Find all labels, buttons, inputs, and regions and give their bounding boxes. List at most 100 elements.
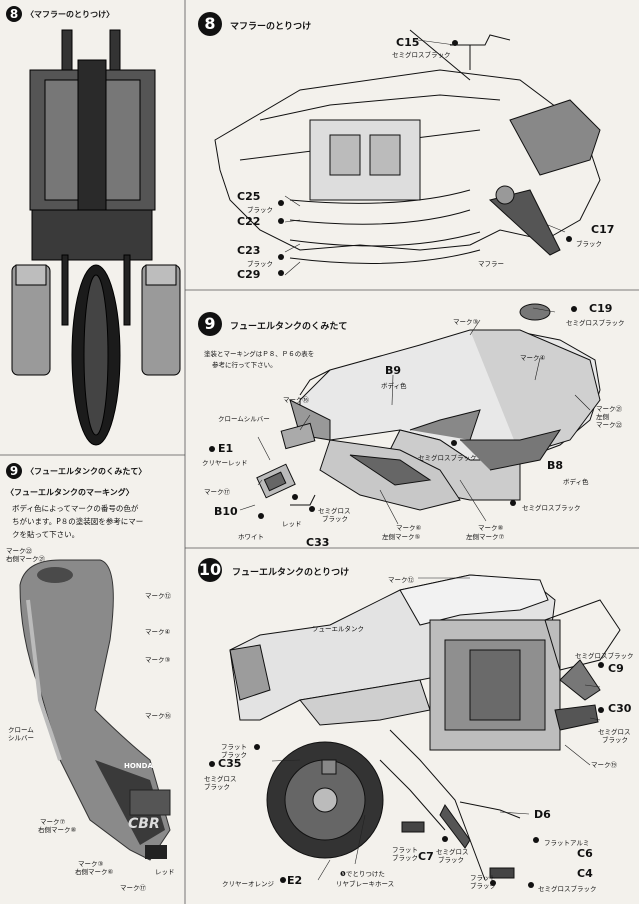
s10-flat-alumi: フラットアルミ [544, 839, 590, 847]
left-step9-note: ボディ色によってマークの番号の色が ちがいます。P８の塗装図を参考にマー クを貼… [12, 502, 143, 541]
s9-body-color: ボディ色 [381, 382, 407, 390]
left-step9-title: 〈フューエルタンクのくみたて〉 [26, 467, 147, 476]
s9-m21: マーク㉑ [596, 405, 622, 413]
part-e2: E2 [287, 874, 303, 887]
glue-dot [571, 306, 577, 312]
s9-semi-black: セミグロスブラック [418, 454, 477, 462]
left-step8-title: 〈マフラーのとりつけ〉 [26, 10, 115, 19]
part-d6: D6 [534, 808, 551, 821]
left-note-line-2: ちがいます。P８の塗装図を参考にマー [12, 517, 144, 526]
label-muffler: マフラー [478, 260, 504, 268]
left-step8-badge: 8 [6, 6, 22, 22]
glue-dot [566, 236, 572, 242]
glue-dot [278, 254, 284, 260]
label-m16-left: マーク⑯ [145, 712, 171, 720]
glue-dot [278, 218, 284, 224]
part-c19-color: セミグロスブラック [566, 319, 625, 327]
s9-body-color2: ボディ色 [563, 478, 589, 486]
part-c17-color: ブラック [576, 240, 602, 248]
step10-badge: 10 [198, 558, 222, 582]
part-c29: C29 [237, 268, 261, 281]
glue-dot [528, 882, 534, 888]
s10-flat-c2: ブラック [470, 882, 496, 890]
s10-flat-b2: ブラック [392, 854, 418, 862]
s9-white: ホワイト [238, 533, 264, 541]
s10-flat: フラット [221, 743, 247, 751]
s9-m22: マーク㉒ [596, 421, 622, 429]
part-c22: C22 [237, 215, 261, 228]
part-c30: C30 [608, 702, 632, 715]
s9-note-line-2: 参考に行って下さい。 [212, 361, 277, 369]
glue-dot [510, 500, 516, 506]
part-c35: C35 [218, 757, 242, 770]
s10-flat-c1: フラット [470, 874, 496, 882]
s9-semi-black2: セミグロスブラック [522, 504, 581, 512]
glue-dot [209, 446, 215, 452]
s10-c4-color: セミグロスブラック [538, 885, 597, 893]
label-m6-left: 右側マーク⑥ [75, 868, 114, 876]
rear-view-photo [8, 28, 181, 448]
part-c19: C19 [589, 302, 613, 315]
label-m7-left: マーク⑦ [40, 818, 66, 826]
s10-c30-color1: セミグロス [598, 728, 631, 736]
glue-dot [292, 494, 298, 500]
s9-m17: マーク⑰ [204, 488, 230, 496]
step9-title: フューエルタンクのくみたて [230, 322, 348, 332]
label-m12-left: マーク⑫ [145, 592, 171, 600]
glue-dot [309, 506, 315, 512]
part-b10: B10 [214, 505, 238, 518]
s9-semi: セミグロス [318, 507, 351, 515]
s9-red: レッド [282, 520, 302, 528]
s8-diagram [214, 29, 601, 264]
part-c15-color: セミグロスブラック [392, 51, 451, 59]
step9-badge: 9 [198, 312, 222, 336]
label-red-left: レッド [155, 868, 175, 876]
s10-flat-b1: フラット [392, 846, 418, 854]
part-c23: C23 [237, 244, 261, 257]
s9-m16: マーク⑯ [283, 396, 309, 404]
tank-photo [19, 559, 171, 861]
part-c7: C7 [418, 850, 434, 863]
glue-dot [490, 880, 496, 886]
label-m3-left: マーク③ [145, 656, 171, 664]
part-c6: C6 [577, 847, 593, 860]
glue-dot [598, 707, 604, 713]
s9-m4: マーク④ [520, 354, 546, 362]
s10-brake-hose-1: ❺でとりつけた [340, 870, 385, 878]
s10-black2: ブラック [204, 783, 230, 791]
s10-semi-b1: セミグロス [436, 848, 469, 856]
glue-dot [209, 761, 215, 767]
left-step9-badge: 9 [6, 463, 22, 479]
s9-m3: マーク③ [453, 318, 479, 326]
s9-diagram [256, 303, 601, 511]
s9-chrome-silver: クロームシルバー [218, 415, 270, 423]
s9-clear-red: クリヤーレッド [202, 459, 248, 467]
leader-lines [239, 39, 601, 881]
part-e1: E1 [218, 442, 234, 455]
s9-black: ブラック [322, 515, 348, 523]
label-m8-left: 右側マーク⑧ [38, 826, 77, 834]
label-silver-left: シルバー [8, 734, 34, 742]
step8-title: マフラーのとりつけ [230, 22, 312, 32]
s9-left: 左側 [596, 413, 609, 421]
s10-brake-hose-2: リヤブレーキホース [336, 880, 395, 888]
s9-m7: 左側マーク⑦ [466, 533, 505, 541]
honda-logo-text: HONDA [124, 762, 153, 770]
glue-dot [258, 513, 264, 519]
glue-dot [533, 837, 539, 843]
glue-dot [451, 440, 457, 446]
s10-clear-orange: クリヤーオレンジ [222, 880, 274, 888]
part-c25-color: ブラック [247, 206, 273, 214]
glue-dot [278, 270, 284, 276]
label-m3b-left: マーク③ [78, 860, 104, 868]
s10-semi-b2: ブラック [438, 856, 464, 864]
s10-m12: マーク⑫ [388, 576, 414, 584]
s10-semi-black: セミグロスブラック [575, 652, 634, 660]
part-c33: C33 [306, 536, 330, 549]
label-m21-left: 右側マーク㉑ [6, 555, 45, 563]
glue-dot [442, 836, 448, 842]
part-b8: B8 [547, 459, 564, 472]
glue-dot [254, 744, 260, 750]
s10-black: ブラック [221, 751, 247, 759]
